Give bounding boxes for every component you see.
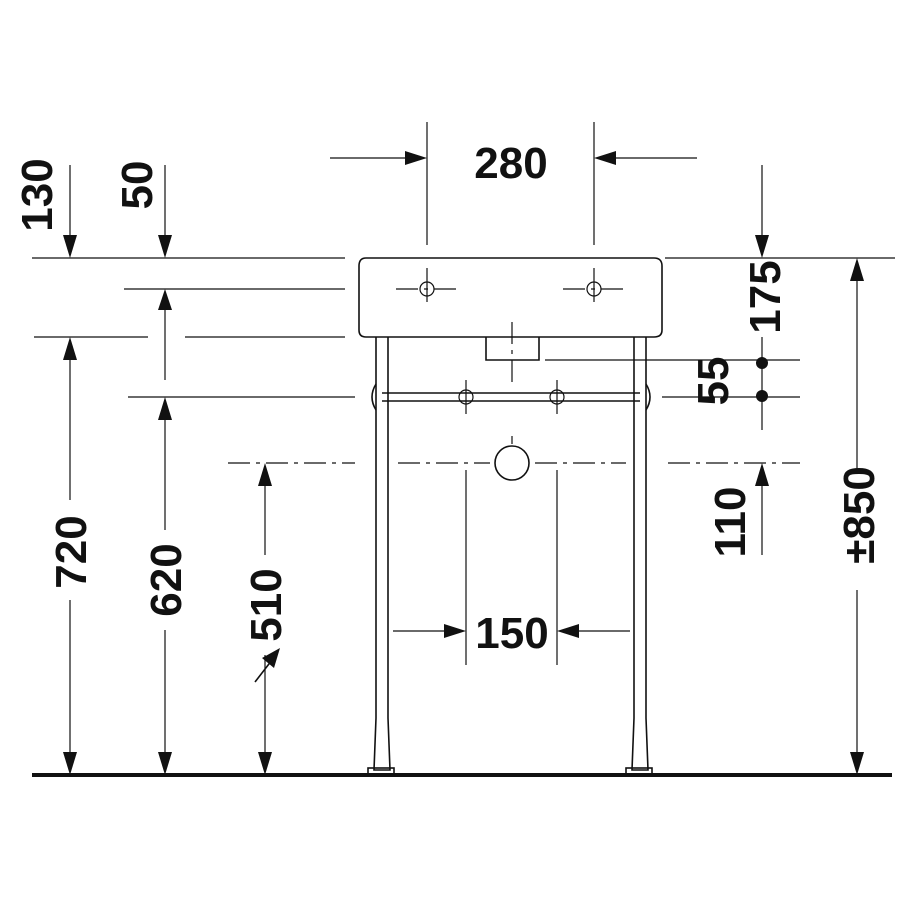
dim-55: 55 [689, 337, 768, 430]
dim-175: 175 [741, 165, 790, 334]
dim-280: 280 [330, 122, 697, 245]
dim-620: 620 [142, 289, 191, 775]
tap-hole-left [396, 268, 458, 302]
dim-175-label: 175 [741, 260, 790, 333]
tap-hole-right [563, 268, 625, 302]
dim-850-prefix: ± [835, 540, 884, 564]
washbasin [358, 257, 663, 385]
dim-150-label: 150 [475, 609, 548, 658]
dim-850-label: ±850 [835, 466, 884, 564]
dim-280-label: 280 [474, 139, 547, 188]
dim-720: 720 [47, 337, 96, 775]
waste-outlet [494, 436, 530, 481]
dim-850-value: 850 [835, 466, 884, 539]
dim-150: 150 [393, 470, 630, 665]
dim-55-label: 55 [689, 357, 738, 406]
metal-stand [367, 337, 653, 775]
dim-510: 510 [242, 463, 291, 775]
dim-720-label: 720 [47, 515, 96, 588]
dim-50-label: 50 [113, 161, 162, 210]
dim-110: 110 [706, 463, 769, 557]
dim-110-label: 110 [706, 487, 755, 558]
dim-510-label: 510 [242, 568, 291, 641]
dim-130-label: 130 [13, 158, 62, 231]
dim-620-label: 620 [142, 543, 191, 616]
dim-50: 50 [113, 161, 172, 258]
dim-130: 130 [13, 158, 77, 258]
dim-850: ±850 [834, 258, 884, 775]
